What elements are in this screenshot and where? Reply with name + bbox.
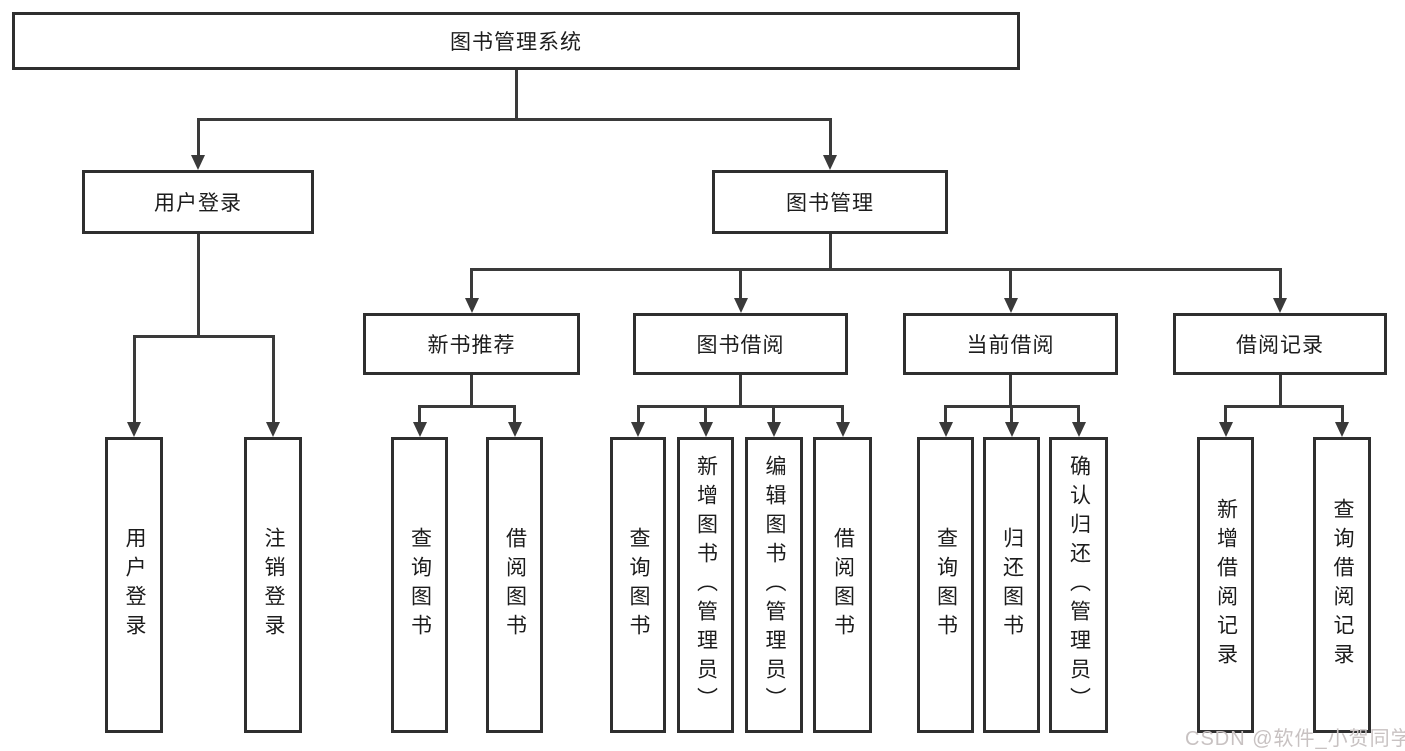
node-leaf-edit-book-admin: 编辑图书（管理员） — [745, 437, 803, 733]
node-leaf-add-book-admin: 新增图书（管理员） — [677, 437, 734, 733]
connector-line — [470, 375, 473, 405]
node-book-management-label: 图书管理 — [786, 192, 874, 215]
connector-line — [828, 234, 832, 268]
arrow-down-icon — [507, 422, 522, 437]
node-current-borrowing: 当前借阅 — [903, 313, 1118, 375]
connector-line — [196, 118, 832, 121]
connector-line — [132, 335, 136, 423]
node-current-borrowing-label: 当前借阅 — [966, 334, 1055, 357]
connector-line — [196, 118, 200, 156]
connector-line — [1009, 375, 1012, 405]
connector-line — [1224, 405, 1343, 408]
connector-line — [513, 405, 516, 423]
node-book-management: 图书管理 — [712, 170, 948, 234]
node-leaf-query-book-3-label: 查询图书 — [934, 527, 958, 643]
connector-line — [1010, 405, 1013, 423]
node-leaf-query-book-1-label: 查询图书 — [408, 527, 432, 643]
arrow-down-icon — [1218, 422, 1233, 437]
node-leaf-edit-book-admin-label: 编辑图书（管理员） — [763, 454, 786, 716]
arrow-down-icon — [823, 155, 837, 170]
node-leaf-query-book-2: 查询图书 — [610, 437, 666, 733]
arrow-down-icon — [766, 422, 781, 437]
node-user-login-branch-label: 用户登录 — [154, 192, 242, 215]
connector-line — [841, 405, 844, 423]
connector-line — [132, 335, 275, 338]
node-leaf-borrow-book-2: 借阅图书 — [813, 437, 872, 733]
node-leaf-query-borrow-record-label: 查询借阅记录 — [1331, 498, 1354, 672]
arrow-down-icon — [412, 422, 427, 437]
connector-line — [636, 405, 844, 408]
node-leaf-user-login-label: 用户登录 — [123, 527, 146, 643]
connector-line — [514, 70, 518, 118]
node-leaf-query-book-2-label: 查询图书 — [627, 527, 650, 643]
arrow-down-icon — [938, 422, 953, 437]
node-leaf-logout-label: 注销登录 — [262, 527, 285, 643]
arrow-down-icon — [1273, 298, 1287, 313]
node-leaf-borrow-book-1: 借阅图书 — [486, 437, 543, 733]
arrow-down-icon — [698, 422, 713, 437]
connector-line — [739, 375, 742, 405]
node-leaf-add-borrow-record-label: 新增借阅记录 — [1214, 498, 1238, 672]
connector-line — [1278, 375, 1282, 405]
arrow-down-icon — [631, 422, 645, 437]
node-library-system: 图书管理系统 — [12, 12, 1020, 70]
connector-line — [271, 335, 275, 423]
arrow-down-icon — [733, 298, 748, 313]
node-library-system-label: 图书管理系统 — [450, 31, 582, 54]
node-leaf-return-book: 归还图书 — [983, 437, 1040, 733]
connector-line — [636, 405, 640, 423]
node-book-borrowing-label: 图书借阅 — [696, 334, 785, 357]
node-leaf-add-book-admin-label: 新增图书（管理员） — [694, 454, 718, 716]
connector-line — [418, 405, 421, 423]
node-new-book-recommend: 新书推荐 — [363, 313, 580, 375]
connector-line — [1009, 268, 1012, 300]
csdn-watermark: CSDN @软件_小贺同学 — [1185, 728, 1405, 750]
connector-line — [196, 234, 200, 335]
node-leaf-query-book-3: 查询图书 — [917, 437, 974, 733]
node-leaf-borrow-book-1-label: 借阅图书 — [503, 527, 527, 643]
arrow-down-icon — [1335, 422, 1349, 437]
connector-line — [1077, 405, 1080, 423]
connector-line — [1278, 268, 1282, 300]
connector-line — [704, 405, 707, 423]
arrow-down-icon — [1071, 422, 1086, 437]
node-leaf-confirm-return-admin: 确认归还（管理员） — [1049, 437, 1108, 733]
node-leaf-logout: 注销登录 — [244, 437, 302, 733]
node-borrow-records: 借阅记录 — [1173, 313, 1387, 375]
connector-line — [418, 405, 515, 408]
connector-line — [470, 268, 473, 300]
node-borrow-records-label: 借阅记录 — [1236, 334, 1324, 357]
connector-line — [1340, 405, 1344, 423]
arrow-down-icon — [835, 422, 850, 437]
connector-line — [772, 405, 775, 423]
node-book-borrowing: 图书借阅 — [633, 313, 848, 375]
connector-line — [944, 405, 947, 423]
connector-line — [828, 118, 832, 156]
node-leaf-return-book-label: 归还图书 — [1000, 527, 1024, 643]
arrow-down-icon — [127, 422, 141, 437]
connector-line — [739, 268, 742, 300]
node-new-book-recommend-label: 新书推荐 — [427, 334, 516, 357]
arrow-down-icon — [464, 298, 479, 313]
arrow-down-icon — [1003, 298, 1018, 313]
arrow-down-icon — [266, 422, 280, 437]
node-leaf-add-borrow-record: 新增借阅记录 — [1197, 437, 1254, 733]
arrow-down-icon — [191, 155, 205, 170]
arrow-down-icon — [1004, 422, 1019, 437]
connector-line — [1224, 405, 1227, 423]
node-leaf-query-borrow-record: 查询借阅记录 — [1313, 437, 1371, 733]
node-leaf-query-book-1: 查询图书 — [391, 437, 448, 733]
node-leaf-borrow-book-2-label: 借阅图书 — [831, 527, 855, 643]
node-leaf-confirm-return-admin-label: 确认归还（管理员） — [1067, 454, 1091, 716]
node-user-login-branch: 用户登录 — [82, 170, 314, 234]
node-leaf-user-login: 用户登录 — [105, 437, 163, 733]
connector-line — [470, 268, 1281, 271]
